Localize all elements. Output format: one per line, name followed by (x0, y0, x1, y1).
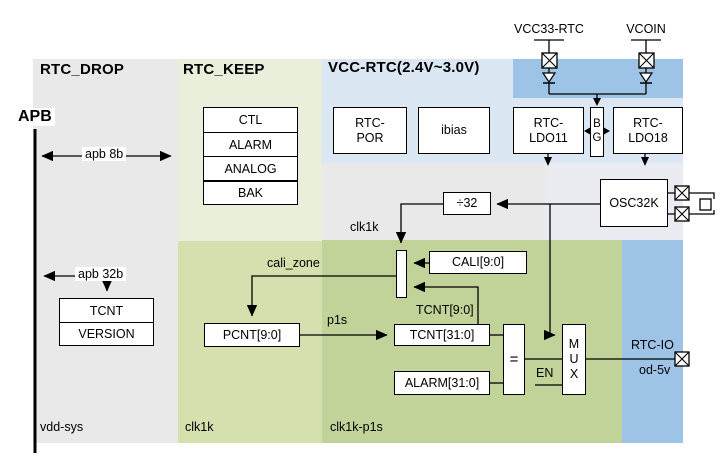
osc32k-block: OSC32K (600, 179, 668, 227)
div32-block: ÷32 (443, 192, 491, 215)
zone-rtc-io (622, 240, 683, 443)
zone-title-rtc-keep: RTC_KEEP (183, 61, 265, 78)
mux-block: M U X (562, 324, 586, 395)
diode-icon (638, 72, 654, 84)
clk1k-wire (395, 203, 443, 244)
zone-rtc-drop (33, 59, 178, 443)
io-pad-icon (674, 185, 690, 201)
reg-analog: ANALOG (204, 156, 297, 180)
bg-in-arrow (593, 98, 601, 106)
rtc-por-block: RTC- POR (333, 107, 407, 154)
apb8b-label: apb 8b (82, 147, 127, 161)
ldo18-down-arrow (641, 154, 649, 166)
vcoin-chain (631, 39, 661, 94)
od-5v-signal-label: od-5v (639, 363, 671, 377)
zone-footer-clk1k: clk1k (185, 420, 214, 434)
io-pad-icon (674, 206, 690, 222)
clk1k-signal-label: clk1k (350, 220, 379, 234)
ibias-block: ibias (418, 107, 490, 154)
vcoin-pin-label: VCOIN (626, 22, 666, 36)
en-signal-label: EN (536, 366, 554, 380)
zone-title-vcc-rtc: VCC-RTC(2.4V~3.0V) (328, 59, 480, 76)
rtc-io-signal-label: RTC-IO (631, 338, 674, 352)
crystal-icon (697, 192, 715, 215)
zone-power-band (513, 59, 683, 98)
ldo11-down-arrow (544, 154, 552, 166)
bg-to-ldo11-arrow (584, 127, 591, 135)
reg-stack: CTL ALARM ANALOG BAK (203, 107, 298, 205)
version-reg: VERSION (60, 322, 153, 345)
tcnt-reg: TCNT (89, 303, 124, 318)
tcnt31-block: TCNT[31:0] (394, 324, 490, 346)
bg-block: B G (590, 107, 604, 157)
tcnt9-signal-label: TCNT[9:0] (416, 303, 474, 317)
io-pad-icon (638, 52, 655, 69)
reg-alarm: ALARM (204, 132, 297, 156)
comparator-block: = (503, 324, 525, 395)
tcnt9-wire (413, 281, 479, 324)
apb32b-label: apb 32b (75, 267, 127, 281)
vcc33-rtc-pin-label: VCC33-RTC (514, 22, 584, 36)
io-pad-icon (674, 351, 690, 367)
p1s-signal-label: p1s (327, 313, 348, 327)
tcnt-version-stack: TCNT VERSION (59, 298, 154, 346)
alarm31-block: ALARM[31:0] (394, 371, 490, 395)
diode-icon (541, 72, 557, 84)
reg-bak: BAK (204, 180, 297, 204)
cali-zone-signal-label: cali_zone (267, 256, 320, 270)
apb-bus-label: APB (15, 108, 55, 126)
bg-to-ldo18-arrow (603, 127, 610, 135)
rtc-ldo18-block: RTC- LDO18 (613, 107, 683, 154)
zone-footer-clk1k-p1s: clk1k-p1s (330, 420, 383, 434)
zone-title-rtc-drop: RTC_DROP (40, 61, 125, 78)
cali-divider-bar (396, 250, 407, 298)
cali-zone-wire (246, 275, 396, 317)
osc-pads (668, 185, 697, 222)
rtc-ldo11-block: RTC- LDO11 (513, 107, 584, 154)
pcnt-block: PCNT[9:0] (204, 323, 300, 347)
io-pad-icon (541, 52, 558, 69)
clk32k-mux-wire (543, 204, 556, 341)
vcc33-chain (534, 39, 564, 94)
reg-ctl: CTL (238, 113, 263, 127)
cali-block: CALI[9:0] (429, 251, 527, 274)
zone-footer-vdd-sys: vdd-sys (40, 420, 84, 434)
